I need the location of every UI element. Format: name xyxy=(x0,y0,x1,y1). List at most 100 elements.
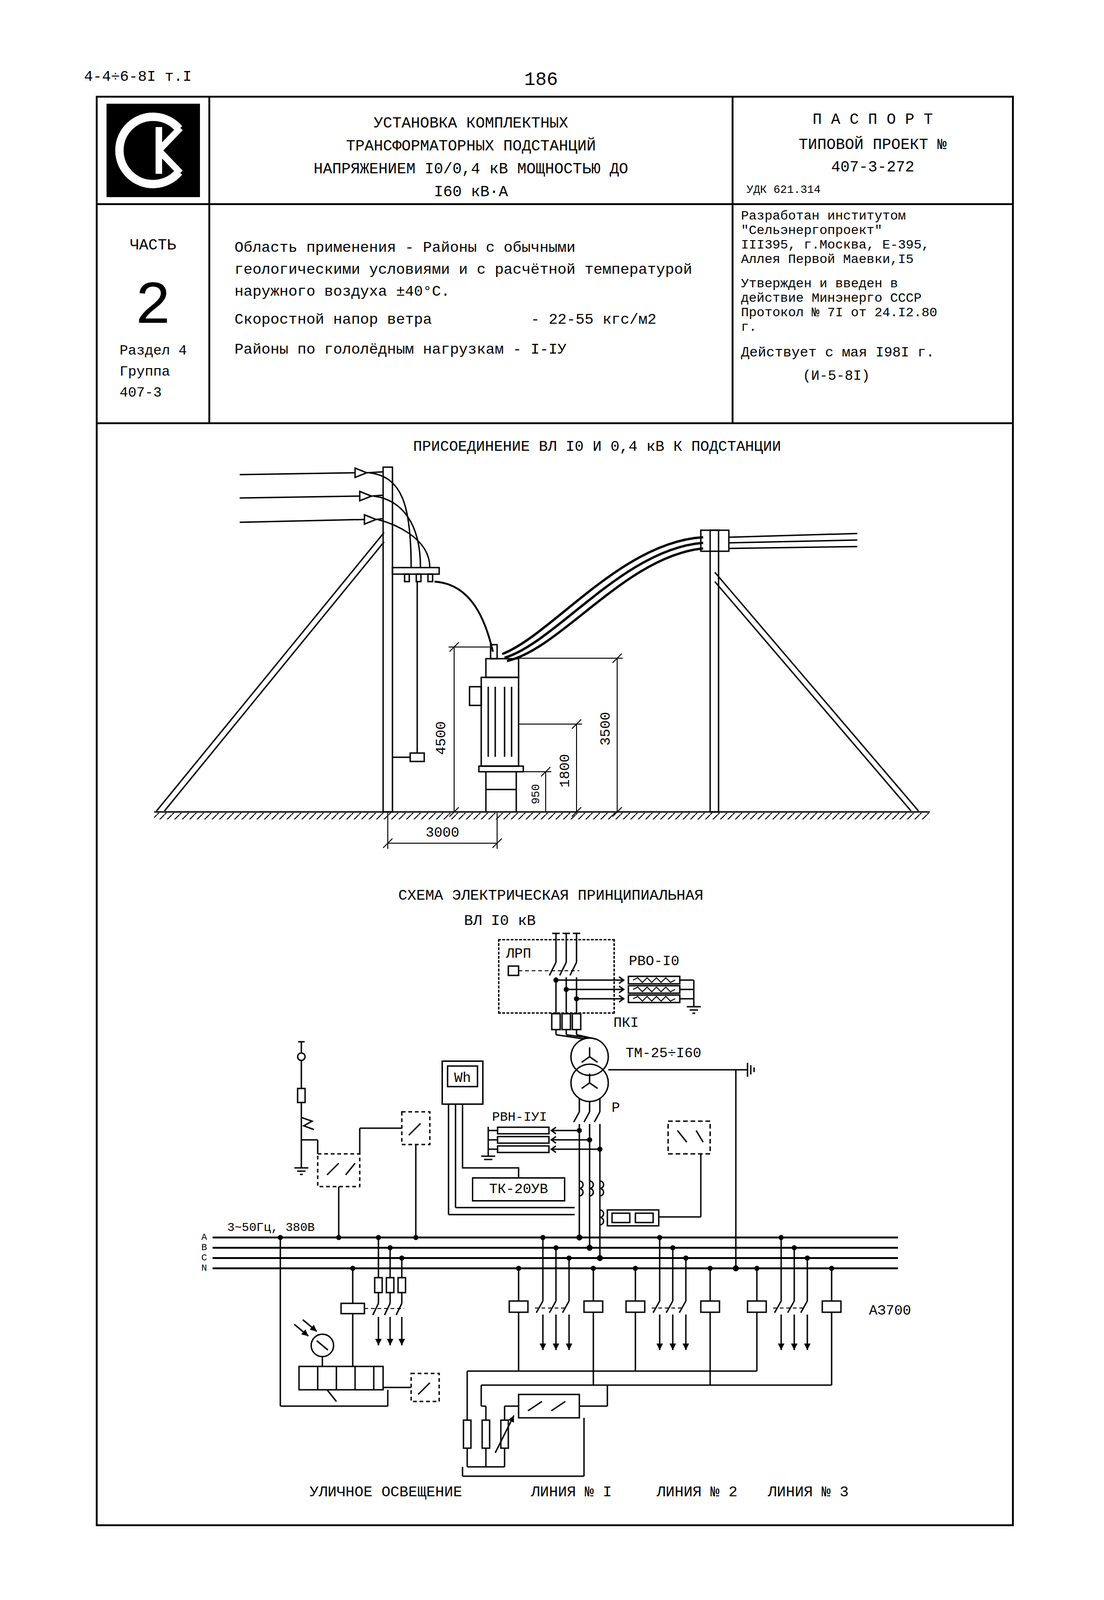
schematic-hv xyxy=(574,997,579,1001)
control-circuit xyxy=(606,1385,609,1407)
schematic-hv xyxy=(576,933,578,963)
substation-illustration xyxy=(478,766,524,772)
schematic-lv xyxy=(668,1121,711,1154)
schematic-lv xyxy=(497,1136,549,1144)
feeder-breakers xyxy=(584,1301,603,1313)
label: N xyxy=(199,1263,209,1274)
substation-illustration xyxy=(485,771,487,812)
schematic-hv xyxy=(581,1082,590,1089)
feeder-breakers xyxy=(562,1301,570,1313)
dimension-lines xyxy=(449,807,459,817)
street-lighting-circuit xyxy=(389,1247,392,1278)
street-lighting-circuit xyxy=(398,1277,406,1293)
disconnector-box: ЛРП xyxy=(498,939,615,1014)
street-lighting-circuit xyxy=(297,1053,306,1061)
schematic-hv xyxy=(589,1082,598,1089)
substation-illustration xyxy=(427,574,433,582)
feeder-breakers xyxy=(536,1301,543,1313)
schematic-lv xyxy=(607,1210,659,1226)
feeder-breakers xyxy=(774,1301,782,1313)
schematic-lv xyxy=(735,1069,748,1071)
control-circuit xyxy=(485,1448,487,1468)
schematic-lv xyxy=(448,1214,575,1216)
schematic-hv xyxy=(581,1056,590,1063)
cell-text: Раздел 4 Группа 407-3 xyxy=(119,340,202,404)
label: РВН-IУI xyxy=(490,1110,549,1126)
label: АЗ700 xyxy=(867,1303,913,1319)
feeder-breakers xyxy=(509,1301,528,1313)
feeder-breakers xyxy=(792,1246,797,1250)
schematic-hv xyxy=(508,966,519,976)
street-lighting-circuit xyxy=(294,1167,309,1169)
feeder-breakers xyxy=(541,1235,545,1240)
feeder-breakers xyxy=(793,1247,796,1302)
schematic-hv xyxy=(562,1013,571,1030)
passport-cell: П А С П О Р ТТИПОВОЙ ПРОЕКТ № 407-3-272У… xyxy=(732,96,1013,205)
street-lighting-circuit xyxy=(302,1319,317,1332)
schematic-lv xyxy=(551,1139,590,1141)
schematic-hv xyxy=(628,995,680,1003)
feeder-breakers xyxy=(806,1258,809,1302)
street-lighting-circuit xyxy=(411,1373,440,1402)
control-circuit xyxy=(480,1385,483,1407)
developer-cell: Разработан институтом "Сельэнергопроект"… xyxy=(732,204,1013,424)
schematic-hv xyxy=(555,1029,557,1035)
substation-illustration xyxy=(504,686,506,757)
street-lighting-circuit xyxy=(335,1366,338,1390)
dimension-label: 950 xyxy=(530,782,543,806)
substation-illustration xyxy=(416,581,419,754)
schematic-lv xyxy=(589,1181,594,1197)
cell-text: УДК 621.314 xyxy=(746,183,934,198)
cell-text: ЛРП xyxy=(505,946,549,962)
schematic-lv xyxy=(551,1146,556,1153)
frame xyxy=(96,96,1013,1526)
feeder-breakers xyxy=(709,1312,712,1386)
feeder-breakers xyxy=(672,1314,674,1351)
schematic-lv xyxy=(589,1101,591,1112)
dimension-lines xyxy=(571,807,582,817)
control-circuit xyxy=(527,1401,542,1411)
feeder-breakers xyxy=(592,1268,595,1302)
frame xyxy=(96,203,1013,206)
street-lighting-circuit xyxy=(301,1139,318,1141)
feeder-breakers xyxy=(659,1237,661,1302)
feeder-breakers xyxy=(683,1256,688,1261)
schematic-hv xyxy=(549,962,556,976)
schematic-lv xyxy=(488,1139,498,1141)
substation-illustration xyxy=(392,567,440,575)
dimension-lines xyxy=(387,842,498,844)
current-transformer-box: ТК-20УВ xyxy=(471,1177,566,1202)
feeder-breakers xyxy=(653,1301,660,1313)
feeder-breakers xyxy=(822,1301,841,1313)
schematic-lv xyxy=(551,1136,556,1144)
schematic-hv xyxy=(576,1029,578,1035)
substation-illustration xyxy=(377,519,430,568)
schematic-hv xyxy=(619,986,624,993)
street-lighting-circuit xyxy=(387,1389,389,1407)
dimension-lines xyxy=(571,719,582,729)
feeder-breakers xyxy=(626,1301,645,1313)
schematic-lv xyxy=(447,1062,755,1271)
control-circuit xyxy=(583,1417,585,1477)
schematic-hv xyxy=(551,1013,561,1030)
label: ЛИНИЯ № 2 xyxy=(655,1484,740,1501)
street-lighting-circuit xyxy=(388,1246,392,1250)
feeder-breakers xyxy=(634,1312,637,1372)
label: 186 xyxy=(522,70,560,91)
street-lighting-circuit xyxy=(399,1256,404,1261)
substation-illustration xyxy=(392,756,411,759)
cell-text: ТК-20УВ xyxy=(473,1181,564,1198)
schematic-hv xyxy=(589,1073,591,1083)
label: А xyxy=(199,1232,209,1243)
schematic-lv xyxy=(577,1128,582,1133)
feeder-breakers xyxy=(568,1314,570,1351)
feeder-breakers xyxy=(787,1301,795,1313)
schematic-lv xyxy=(551,1130,580,1132)
street-lighting-circuit xyxy=(317,1139,319,1154)
street-lighting-circuit xyxy=(297,1088,306,1103)
feeder-breakers xyxy=(651,1307,683,1309)
substation-illustration xyxy=(239,496,360,499)
feeder-breakers xyxy=(554,1246,558,1250)
dimension-label: 4500 xyxy=(434,719,450,757)
frame xyxy=(96,422,1013,425)
